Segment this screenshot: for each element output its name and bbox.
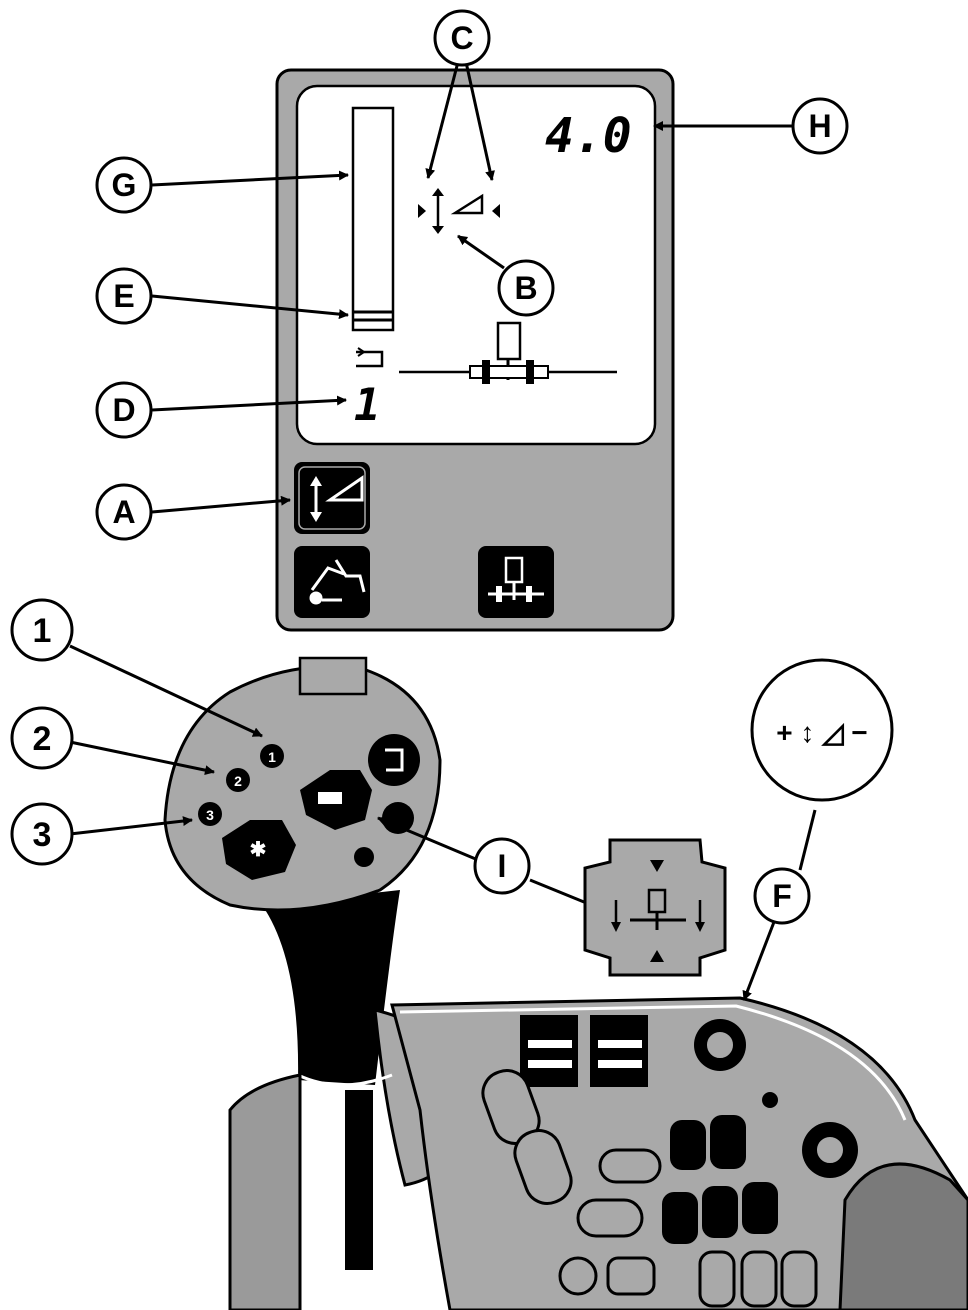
callout-1: 1 bbox=[33, 612, 52, 650]
hitch-graphic-icon bbox=[399, 321, 617, 384]
callout-A: A bbox=[112, 494, 135, 530]
callout-labels: C G E D A B H 1 2 3 I F bbox=[10, 9, 849, 925]
joystick-button-3-label: 3 bbox=[206, 807, 214, 823]
hitch-rocker-icon bbox=[611, 860, 705, 962]
mode-indicator-icon bbox=[418, 188, 500, 234]
lcd-readout: 4.0 bbox=[545, 108, 632, 164]
svg-text:✱: ✱ bbox=[250, 839, 267, 861]
console-lever-right[interactable] bbox=[590, 1015, 648, 1087]
joystick-button-1-label: 1 bbox=[268, 749, 276, 765]
callout-D: D bbox=[112, 392, 135, 428]
callout-E: E bbox=[113, 278, 134, 314]
console-switch-4[interactable] bbox=[702, 1186, 738, 1238]
joystick-button-2-label: 2 bbox=[234, 773, 242, 789]
rocker-switch-detail bbox=[583, 838, 727, 977]
console-switch-2[interactable] bbox=[710, 1115, 746, 1169]
knob-symbol-detail: + ↕ ◿ − bbox=[750, 658, 894, 802]
knob-symbol-text: + ↕ ◿ − bbox=[776, 717, 868, 748]
hitch-button[interactable] bbox=[478, 546, 554, 618]
callout-B: B bbox=[514, 270, 537, 306]
callout-G: G bbox=[112, 167, 137, 203]
draft-control-icon bbox=[309, 559, 366, 605]
display-panel: 4.0 1 bbox=[275, 68, 675, 632]
console-switch-3[interactable] bbox=[662, 1192, 698, 1244]
quick-raise-button[interactable] bbox=[382, 802, 414, 834]
lcd-position-number: 1 bbox=[354, 380, 381, 431]
callout-3: 3 bbox=[33, 816, 52, 854]
depth-setting-button[interactable] bbox=[294, 462, 370, 534]
console-switch-1[interactable] bbox=[670, 1120, 706, 1170]
joystick-button-2[interactable] bbox=[226, 768, 250, 792]
joystick-return-button[interactable] bbox=[368, 734, 420, 786]
callout-C: C bbox=[450, 20, 473, 56]
callout-F: F bbox=[772, 878, 792, 914]
hitch-position-bar bbox=[351, 106, 395, 332]
console-lever-left[interactable] bbox=[520, 1015, 578, 1087]
control-joystick: 1 2 3 ✱ bbox=[163, 656, 472, 1270]
armrest-console bbox=[228, 996, 968, 1310]
return-arrow-icon bbox=[356, 347, 384, 368]
callout-H: H bbox=[808, 108, 831, 144]
leader-lines bbox=[69, 61, 817, 1001]
hitch-icon bbox=[488, 556, 544, 602]
joystick-small-button[interactable] bbox=[354, 847, 374, 867]
console-switch-5[interactable] bbox=[742, 1182, 778, 1234]
callout-2: 2 bbox=[33, 720, 52, 758]
joystick-rocker-speed[interactable]: ✱ bbox=[222, 820, 296, 880]
callout-I: I bbox=[498, 848, 507, 884]
joystick-button-3[interactable] bbox=[198, 802, 222, 826]
joystick-button-1[interactable] bbox=[260, 744, 284, 768]
draft-control-button[interactable] bbox=[294, 546, 370, 618]
joystick-rocker-hitch[interactable] bbox=[300, 770, 372, 830]
